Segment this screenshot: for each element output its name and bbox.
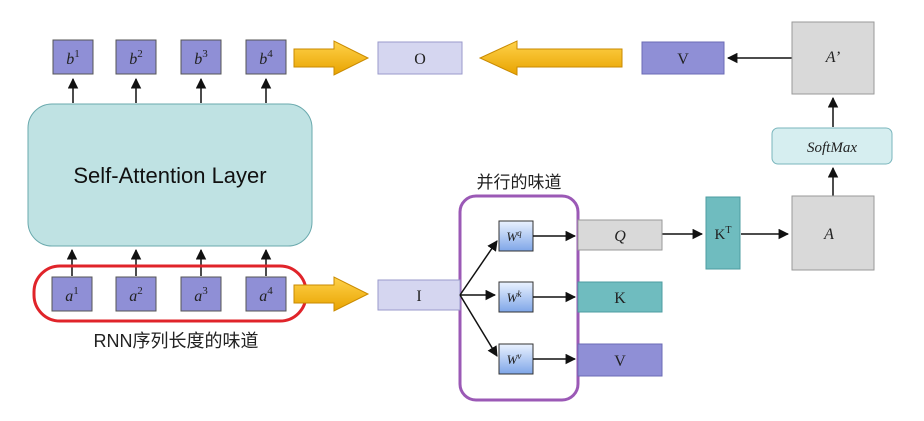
key-transpose-base: K xyxy=(715,227,726,243)
input-a1-base: a xyxy=(65,288,73,305)
key-matrix-K-label: K xyxy=(614,290,626,307)
svg-text:b4: b4 xyxy=(259,48,273,68)
gold-arrow-outputs-to-O xyxy=(293,40,370,76)
input-box-a2: a2 xyxy=(115,276,157,312)
weight-Wv-sup: v xyxy=(517,351,521,361)
input-box-a4: a4 xyxy=(245,276,287,312)
svg-text:a3: a3 xyxy=(194,285,208,305)
output-box-b3: b3 xyxy=(180,39,222,75)
svg-text:Wq: Wq xyxy=(506,228,522,244)
svg-text:a1: a1 xyxy=(65,285,79,305)
value-matrix-V-top: V xyxy=(641,41,725,75)
I-to-weights-arrows xyxy=(459,240,498,357)
attention-matrix-A-prime-label: A’ xyxy=(825,49,841,66)
query-matrix-Q: Q xyxy=(577,219,663,251)
attention-matrix-A-prime: A’ xyxy=(791,21,875,95)
input-a4-sup: 4 xyxy=(267,285,273,297)
key-transpose-sup: T xyxy=(725,225,731,236)
output-b3-base: b xyxy=(194,51,202,68)
output-b2-base: b xyxy=(129,51,137,68)
svg-text:b1: b1 xyxy=(66,48,80,68)
parallel-caption: 并行的味道 xyxy=(477,173,562,192)
input-to-layer-arrows xyxy=(66,248,272,276)
output-matrix-O: O xyxy=(377,41,463,75)
attention-matrix-A-label: A xyxy=(823,226,834,243)
key-transpose-box: KT xyxy=(705,196,741,270)
weight-Wv-base: W xyxy=(507,352,519,367)
weight-Wk-sup: k xyxy=(517,289,522,299)
svg-text:b3: b3 xyxy=(194,48,208,68)
weight-Wq-base: W xyxy=(506,229,518,244)
self-attention-layer: Self-Attention Layer xyxy=(27,103,313,247)
output-b1-sup: 1 xyxy=(74,48,80,60)
layer-label: Self-Attention Layer xyxy=(73,163,266,188)
svg-text:b2: b2 xyxy=(129,48,143,68)
svg-text:Wv: Wv xyxy=(507,351,522,367)
key-matrix-K: K xyxy=(577,281,663,313)
input-matrix-I-label: I xyxy=(416,288,421,305)
weight-Wk-base: W xyxy=(507,290,519,305)
input-box-a3: a3 xyxy=(180,276,222,312)
layer-to-output-arrows xyxy=(67,77,272,103)
gold-arrow-inputs-to-I xyxy=(293,276,370,312)
weights-to-qkv-arrows xyxy=(533,230,577,365)
value-matrix-V: V xyxy=(577,343,663,377)
weight-Wv: Wv xyxy=(498,343,534,375)
softmax-box: SoftMax xyxy=(771,127,893,165)
input-a1-sup: 1 xyxy=(73,285,79,297)
input-boxes: a1 a2 a3 a4 xyxy=(51,276,287,312)
input-a2-sup: 2 xyxy=(137,285,143,297)
output-box-b2: b2 xyxy=(115,39,157,75)
output-b4-sup: 4 xyxy=(267,48,273,60)
output-matrix-O-label: O xyxy=(414,51,426,68)
svg-text:Wk: Wk xyxy=(507,289,523,305)
gold-arrow-V-to-O xyxy=(478,40,623,76)
output-box-b4: b4 xyxy=(245,39,287,75)
value-matrix-V-top-label: V xyxy=(677,51,689,68)
output-boxes: b1 b2 b3 b4 xyxy=(52,39,287,75)
weight-Wq-sup: q xyxy=(517,228,522,238)
input-matrix-I: I xyxy=(377,279,461,311)
query-matrix-Q-label: Q xyxy=(614,228,626,245)
input-box-a1: a1 xyxy=(51,276,93,312)
input-a3-sup: 3 xyxy=(202,285,208,297)
output-b4-base: b xyxy=(259,51,267,68)
value-matrix-V-label: V xyxy=(614,353,626,370)
output-b2-sup: 2 xyxy=(137,48,143,60)
output-box-b1: b1 xyxy=(52,39,94,75)
weight-Wk: Wk xyxy=(498,281,534,313)
svg-text:KT: KT xyxy=(715,225,732,243)
input-a4-base: a xyxy=(259,288,267,305)
rnn-caption: RNN序列长度的味道 xyxy=(94,331,259,351)
attention-matrix-A: A xyxy=(791,195,875,271)
output-b3-sup: 3 xyxy=(202,48,208,60)
softmax-label: SoftMax xyxy=(807,140,857,156)
input-a3-base: a xyxy=(194,288,202,305)
svg-text:a2: a2 xyxy=(129,285,143,305)
svg-text:a4: a4 xyxy=(259,285,273,305)
output-b1-base: b xyxy=(66,51,74,68)
input-a2-base: a xyxy=(129,288,137,305)
weight-Wq: Wq xyxy=(498,220,534,252)
